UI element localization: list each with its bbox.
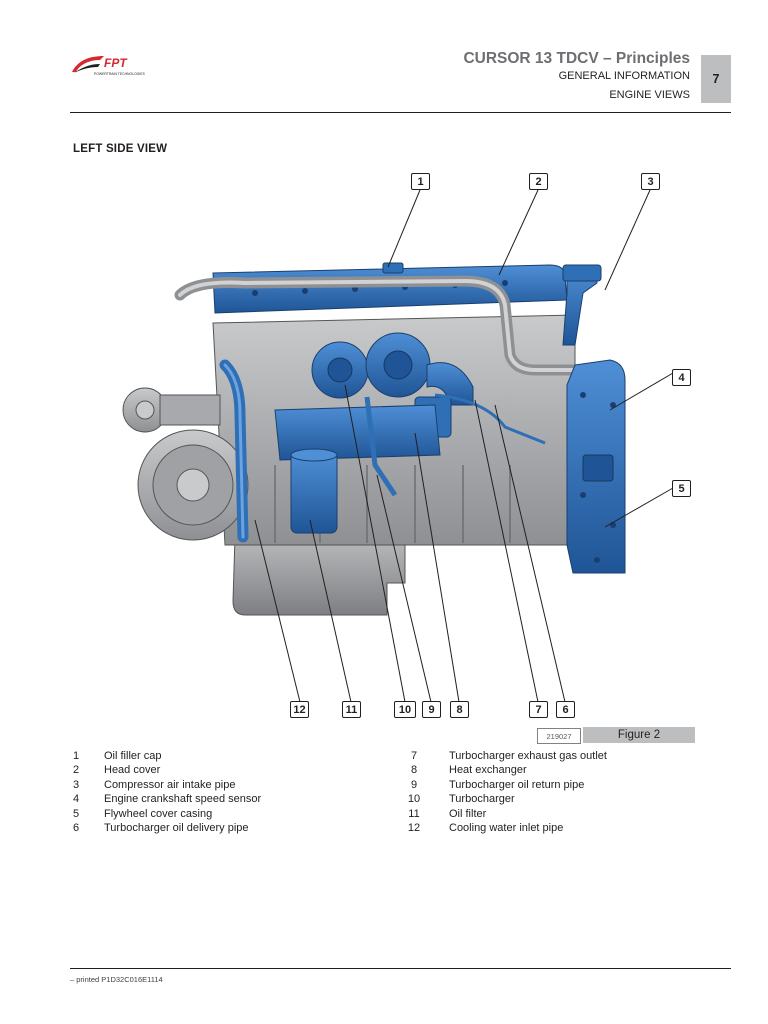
oil-filter xyxy=(290,452,338,534)
callout-11: 11 xyxy=(342,701,361,718)
turbocharger-exhaust-outlet xyxy=(426,362,474,406)
oil-filler-cap xyxy=(382,262,404,274)
callout-10: 10 xyxy=(394,701,416,718)
callout-8: 8 xyxy=(450,701,469,718)
page-number-tab: 7 xyxy=(701,55,731,103)
figure-reference-number: 219027 xyxy=(537,728,581,744)
footer-print-code: – printed P1D32C016E1114 xyxy=(70,975,163,984)
logo-tagline: POWERTRAIN TECHNOLOGIES xyxy=(94,72,145,76)
view-heading: LEFT SIDE VIEW xyxy=(73,143,168,155)
oil-delivery-pipe xyxy=(434,393,546,445)
callout-4: 4 xyxy=(672,369,691,386)
leader-lines xyxy=(254,189,674,703)
callout-9: 9 xyxy=(422,701,441,718)
header-divider xyxy=(70,112,731,113)
flywheel-casing-bolts xyxy=(580,392,616,563)
heat-exchanger xyxy=(274,404,441,461)
callout-6: 6 xyxy=(556,701,575,718)
figure-label: Figure 2 xyxy=(583,727,695,743)
subsection-title: ENGINE VIEWS xyxy=(609,89,690,101)
engine-illustration xyxy=(122,189,674,703)
callout-2: 2 xyxy=(529,173,548,190)
footer-divider xyxy=(70,968,731,969)
callout-7: 7 xyxy=(529,701,548,718)
section-title: GENERAL INFORMATION xyxy=(558,70,690,82)
oil-pan xyxy=(232,536,406,616)
callout-12: 12 xyxy=(290,701,309,718)
logo-swoosh-icon xyxy=(72,56,104,72)
document-title: CURSOR 13 TDCV – Principles xyxy=(463,50,690,67)
fpt-logo: FPT POWERTRAIN TECHNOLOGIES xyxy=(72,56,145,76)
logo-wordmark: FPT xyxy=(104,56,128,70)
callout-1: 1 xyxy=(411,173,430,190)
callout-3: 3 xyxy=(641,173,660,190)
oil-return-pipe xyxy=(364,396,398,497)
callout-5: 5 xyxy=(672,480,691,497)
